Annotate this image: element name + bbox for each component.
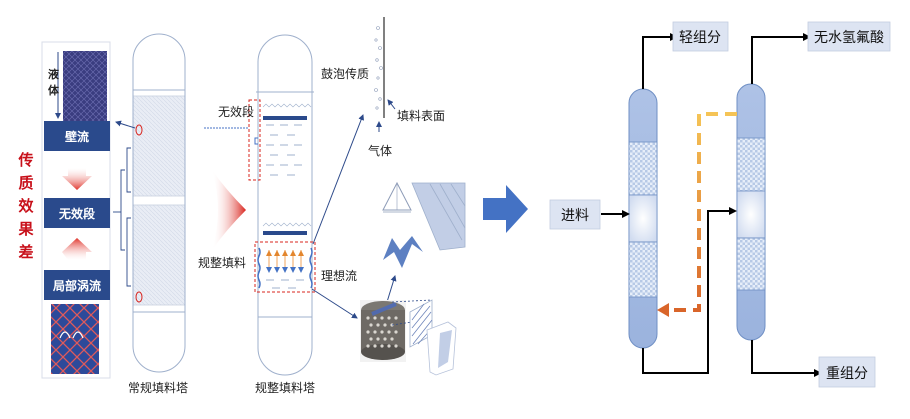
ideal-flow-highlight-box bbox=[254, 241, 316, 293]
svg-text:效: 效 bbox=[18, 197, 34, 215]
ineffective-highlight-box bbox=[248, 99, 261, 181]
svg-text:差: 差 bbox=[18, 243, 33, 261]
column1-bottoms-line bbox=[642, 210, 735, 374]
heavy-components-box: 重组分 bbox=[818, 356, 876, 388]
structured-packing-label: 规整填料 bbox=[198, 255, 246, 270]
light-components-line bbox=[642, 36, 672, 89]
gas-label: 气体 bbox=[368, 143, 392, 158]
red-arrow-down-icon bbox=[62, 168, 92, 190]
anhydrous-hf-box: 无水氢氟酸 bbox=[807, 21, 891, 52]
ineffective-section-box bbox=[44, 198, 110, 228]
svg-text:果: 果 bbox=[17, 220, 34, 238]
poor-mass-transfer-label: 传 质 效 果 差 bbox=[17, 151, 34, 261]
distributor-lower bbox=[263, 231, 307, 235]
light-components-label: 轻组分 bbox=[679, 30, 721, 46]
ineffective-label: 无效段 bbox=[218, 104, 254, 119]
recycle-arrowhead-icon bbox=[657, 303, 669, 317]
vortex-mesh-image bbox=[51, 304, 99, 374]
anhydrous-hf-label: 无水氢氟酸 bbox=[814, 30, 884, 46]
bubble-mass-transfer-detail bbox=[374, 17, 396, 132]
liquid-label-char1: 液 bbox=[48, 67, 60, 81]
middle-panel: 无效段 规整填料 规整填料塔 鼓泡传质 填料表面 气体 理想流 bbox=[198, 17, 466, 395]
vortex-swirl-icon bbox=[59, 331, 84, 339]
packing-geometry-drawings bbox=[382, 181, 466, 303]
vortex-marker-icon bbox=[135, 291, 143, 303]
pointer-to-bubble-detail bbox=[312, 114, 364, 245]
wall-flow-box bbox=[44, 121, 110, 151]
feed-box: 进料 bbox=[549, 199, 601, 230]
column-1 bbox=[628, 88, 658, 349]
ideal-flow-label: 理想流 bbox=[321, 268, 357, 283]
wall-flow-label: 壁流 bbox=[65, 129, 89, 144]
local-vortex-label: 局部涡流 bbox=[53, 278, 101, 293]
heavy-components-label: 重组分 bbox=[826, 366, 868, 382]
anhydrous-hf-line bbox=[751, 36, 805, 84]
column-2 bbox=[736, 83, 766, 341]
packing-sheet-projection bbox=[391, 299, 457, 376]
red-arrow-up-icon bbox=[62, 238, 92, 260]
heavy-components-line bbox=[751, 340, 816, 374]
packing-surface-label: 填料表面 bbox=[397, 109, 445, 123]
distributor-upper bbox=[263, 116, 307, 120]
local-vortex-box bbox=[44, 270, 110, 300]
bracket-outer bbox=[120, 169, 125, 251]
bracket-upper bbox=[126, 147, 131, 193]
corrugated-sheet bbox=[411, 182, 466, 251]
structured-packing-tower bbox=[248, 34, 316, 376]
feed-label: 进料 bbox=[561, 208, 589, 224]
structured-packing-photo bbox=[360, 300, 406, 362]
transition-red-arrow-icon bbox=[212, 170, 246, 250]
liquid-mesh-image bbox=[63, 51, 107, 121]
process-flow bbox=[601, 33, 822, 377]
structured-tower-label: 规整填料塔 bbox=[255, 380, 315, 395]
conventional-packed-tower bbox=[113, 33, 186, 373]
conventional-tower-label: 常规填料塔 bbox=[128, 380, 188, 395]
zigzag-channel bbox=[383, 236, 423, 268]
pointer-to-packing-photo bbox=[311, 288, 358, 319]
light-components-box: 轻组分 bbox=[672, 21, 729, 52]
process-big-arrow-icon bbox=[483, 185, 528, 233]
svg-text:传: 传 bbox=[17, 151, 33, 169]
left-panel: 液 体 壁流 无效段 局部涡流 传 质 效 果 差 bbox=[17, 33, 188, 395]
packing-bed-lower bbox=[132, 204, 186, 306]
ineffective-section-label: 无效段 bbox=[58, 206, 96, 221]
wall-flow-marker-icon bbox=[135, 124, 143, 136]
bracket-lower bbox=[126, 217, 131, 287]
packing-bed-upper bbox=[132, 95, 186, 197]
svg-text:质: 质 bbox=[18, 174, 33, 192]
recycle-dashed-line bbox=[669, 112, 737, 312]
liquid-label-char2: 体 bbox=[48, 83, 60, 97]
bubble-mass-transfer-label: 鼓泡传质 bbox=[321, 66, 369, 81]
